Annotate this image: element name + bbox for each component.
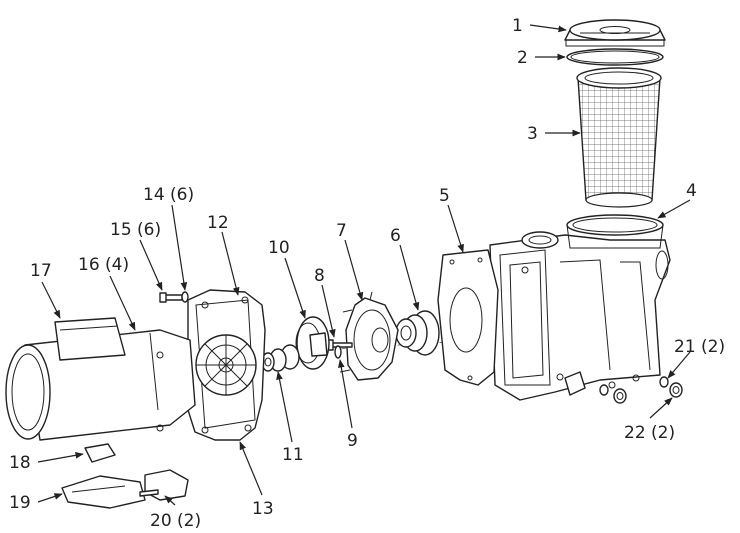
callout-13: 13 <box>252 499 274 519</box>
strainer-basket <box>576 67 662 208</box>
leader-12 <box>221 231 240 296</box>
callout-3: 3 <box>527 124 538 144</box>
leader-4 <box>657 199 691 219</box>
callout-17: 17 <box>30 261 52 281</box>
callout-22: 22 (2) <box>624 423 675 443</box>
base-bracket <box>139 469 189 501</box>
leader-1 <box>529 24 567 33</box>
callout-1: 1 <box>512 16 523 36</box>
base-strap <box>84 443 116 463</box>
impeller-washer <box>334 345 342 359</box>
callout-2: 2 <box>517 48 528 68</box>
leader-9 <box>338 359 353 429</box>
pump-housing <box>489 231 671 401</box>
callout-11: 11 <box>282 445 304 465</box>
housing-gasket <box>437 249 499 386</box>
lid-o-ring <box>566 48 664 66</box>
callout-6: 6 <box>390 226 401 246</box>
leader-20 <box>164 495 176 506</box>
callout-9: 9 <box>347 431 358 451</box>
leader-21 <box>667 351 691 379</box>
leader-15 <box>139 239 163 291</box>
drain-plugs <box>613 382 683 404</box>
leader-11 <box>276 371 293 443</box>
callout-12: 12 <box>207 213 229 233</box>
callout-20: 20 (2) <box>150 511 201 531</box>
motor <box>5 317 196 441</box>
leader-8 <box>321 284 336 338</box>
callout-14: 14 (6) <box>143 185 194 205</box>
leader-22 <box>649 397 673 419</box>
motor-base <box>61 475 146 509</box>
callout-15: 15 (6) <box>110 220 161 240</box>
drain-plug-o-rings <box>599 376 669 396</box>
leader-5 <box>447 204 464 253</box>
leader-16 <box>109 275 136 331</box>
callout-19: 19 <box>9 493 31 513</box>
leader-14 <box>171 204 188 291</box>
callout-8: 8 <box>314 266 325 286</box>
leader-19 <box>37 493 63 503</box>
leader-13 <box>239 441 263 496</box>
leader-10 <box>284 257 306 319</box>
callout-10: 10 <box>268 238 290 258</box>
callout-16: 16 (4) <box>78 255 129 275</box>
seal-plate-bolts <box>159 291 189 303</box>
leader-18 <box>37 452 84 463</box>
strainer-bowl-opening <box>566 214 664 249</box>
callout-7: 7 <box>336 221 347 241</box>
diffuser <box>339 291 399 381</box>
callout-21: 21 (2) <box>674 337 725 357</box>
seal-plate <box>187 289 266 441</box>
leader-7 <box>344 239 364 301</box>
callout-5: 5 <box>439 186 450 206</box>
seal-hub <box>261 344 300 372</box>
leader-17 <box>41 281 61 319</box>
callout-18: 18 <box>9 453 31 473</box>
strainer-lid <box>564 19 666 47</box>
callout-4: 4 <box>686 181 697 201</box>
impeller <box>295 316 330 370</box>
shaft-seal <box>395 310 440 356</box>
leader-6 <box>399 244 420 311</box>
